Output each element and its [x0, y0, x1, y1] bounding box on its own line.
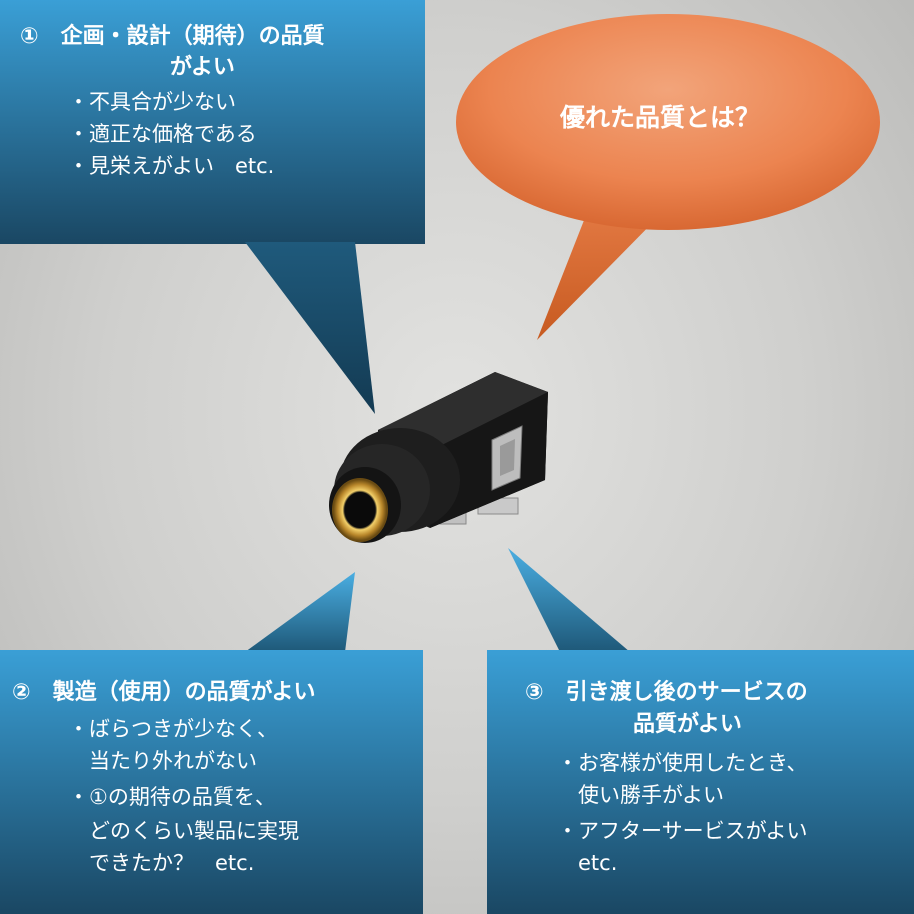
phone-jack-connector	[329, 372, 548, 543]
callout-3-bullet: 使い勝手がよい	[557, 783, 724, 807]
callout-3-tail	[508, 548, 630, 652]
callout-1-bullet: ・見栄えがよい etc.	[68, 154, 275, 178]
callout-3-bullet: etc.	[557, 851, 618, 875]
callout-2-bullet: ・①の期待の品質を、	[68, 785, 276, 809]
question-bubble-text: 優れた品質とは？	[559, 103, 760, 132]
callout-3-heading-line1: ③ 引き渡し後のサービスの	[525, 680, 808, 705]
question-bubble	[456, 14, 880, 230]
callout-1-heading-line2: がよい	[170, 55, 235, 80]
callout-2-bullet: 当たり外れがない	[68, 749, 257, 773]
callout-3-box	[487, 650, 914, 914]
callout-2-heading: ② 製造（使用）の品質がよい	[12, 680, 316, 705]
callout-2-bullet: ・ばらつきが少なく、	[68, 717, 278, 741]
callout-2-tail	[245, 572, 355, 652]
question-bubble-tail	[537, 205, 670, 340]
callout-1-bullet: ・適正な価格である	[68, 122, 257, 146]
callout-3-bullet: ・お客様が使用したとき、	[557, 751, 808, 775]
callout-after-delivery-quality: ③ 引き渡し後のサービスの 品質がよい ・お客様が使用したとき、 使い勝手がよい…	[487, 650, 914, 914]
callout-1-heading-line1: ① 企画・設計（期待）の品質	[20, 24, 325, 49]
callout-3-heading-line2: 品質がよい	[633, 712, 742, 737]
callout-1-box	[0, 0, 425, 244]
callout-3-bullet: ・アフターサービスがよい	[557, 819, 808, 843]
callout-2-bullet: どのくらい製品に実現	[68, 819, 299, 843]
callout-1-tail	[245, 242, 375, 414]
callout-planning-quality: ① 企画・設計（期待）の品質 がよい ・不具合が少ない ・適正な価格である ・見…	[0, 0, 425, 244]
callout-2-box	[0, 650, 423, 914]
callout-manufacturing-quality: ② 製造（使用）の品質がよい ・ばらつきが少なく、 当たり外れがない ・①の期待…	[0, 650, 423, 914]
callout-1-bullet: ・不具合が少ない	[68, 90, 236, 114]
callout-2-bullet: できたか？ etc.	[68, 851, 255, 875]
